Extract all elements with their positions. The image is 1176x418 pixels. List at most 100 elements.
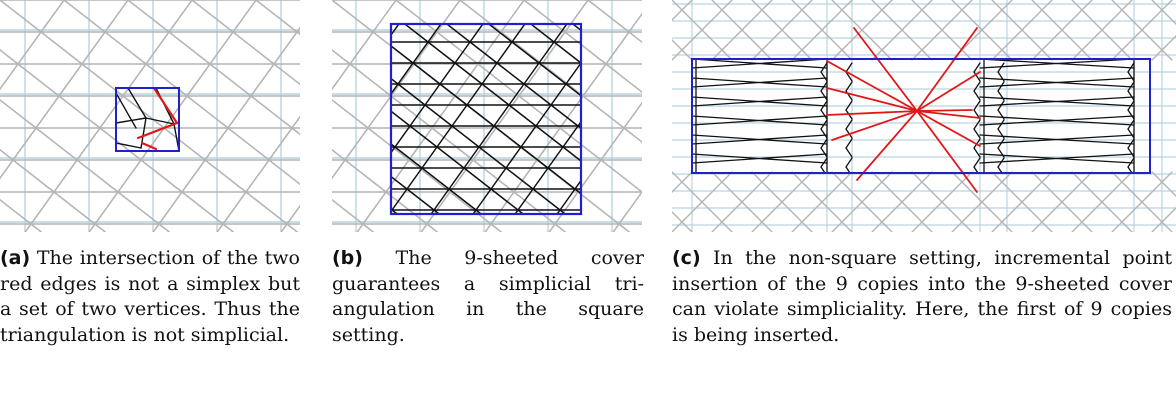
mesh-edge [535,104,552,127]
mesh-edge [122,63,147,97]
mesh-edge [692,134,828,145]
mesh-edge [367,127,410,161]
mesh-edge [503,231,530,232]
mesh-edge [459,0,502,33]
red-star-edge [856,110,918,181]
mesh-edge [391,77,399,85]
mesh-edge [436,31,479,65]
mesh-edge [413,31,438,65]
mesh-edge [564,0,589,33]
mesh-edge [1127,147,1135,158]
mesh-edge [186,95,229,129]
mesh-edge [436,0,461,33]
mesh-edge [350,210,377,231]
mesh-edge [104,31,147,65]
mesh-edge [550,104,579,127]
mesh-edge [997,90,1005,101]
mesh-edge [1151,171,1176,197]
mesh-edge [845,166,851,173]
mesh-edge [1127,81,1135,92]
mesh-edge [550,83,567,106]
mesh-edge [496,62,525,85]
red-edge-1 [152,86,179,125]
mesh-edge [593,105,620,126]
mesh-edge [505,146,522,169]
caption-c: (c) In the non-square setting, increment… [672,246,1172,348]
mesh-edge [424,83,441,106]
mesh-edge [0,159,14,180]
caption-a-text: The intersection of the two red edges is… [0,247,300,346]
mesh-edge [638,42,642,63]
mesh-edge [997,100,1005,111]
mesh-edge [104,0,129,33]
mesh-edge [496,41,513,64]
mesh-edge [472,127,497,161]
mesh-edge [608,63,623,84]
mesh-edge [332,148,346,161]
mesh-edge [477,31,502,65]
mesh-edge [181,159,206,193]
mesh-edge [1127,119,1135,130]
mesh-edge [427,41,456,64]
mesh-edge [820,62,828,73]
mesh-edge [820,128,828,139]
mesh-edge [541,63,584,97]
panel-b-figure [332,0,642,232]
mesh-edge [227,127,270,161]
red-star-edge [916,110,981,119]
mesh-edge [35,95,60,129]
mesh-edge [0,224,8,232]
mesh-edge [692,77,828,88]
mesh-edge [477,63,520,97]
mesh-edge [587,0,630,33]
mesh-edge [845,100,853,111]
mesh-edge [997,128,1005,139]
mesh-edge [472,159,515,193]
mesh-edge [163,127,206,161]
mesh-edge [0,98,37,129]
mesh-edge [356,63,371,84]
mesh-edge [973,128,981,139]
mesh-edge [1151,207,1176,232]
mesh-edge [973,81,981,92]
mesh-edge [436,125,453,148]
mesh-edge [623,101,642,129]
mesh-edge [466,104,495,127]
mesh-edge [538,41,555,64]
mesh-edge [820,71,828,82]
mesh-edge [565,62,581,85]
red-star-edge [826,87,918,112]
mesh-edge [490,167,507,190]
mesh-edge [548,223,556,232]
mesh-edge [672,0,693,21]
mesh-edge [979,153,1135,164]
mesh-edge [76,127,101,161]
mesh-edge [395,0,438,33]
mesh-edge [973,90,981,101]
mesh-edge [628,12,642,33]
mesh-edge [463,167,492,190]
mesh-edge [431,127,474,161]
mesh-edge [820,166,826,173]
mesh-edge [1127,90,1135,101]
mesh-edge [181,191,224,225]
mesh-edge [99,95,124,129]
mesh-edge [605,63,642,94]
mesh-edge [286,223,299,232]
mesh-edge [356,223,364,232]
mesh-edge [612,223,620,232]
mesh-edge [406,188,435,211]
mesh-edge [372,0,397,33]
red-star-edge [831,110,918,141]
mesh-edge [250,63,275,97]
mesh-edge [505,167,534,190]
mesh-edge [362,231,377,232]
mesh-edge [332,159,346,180]
mesh-edge [332,126,353,147]
mesh-edge [0,148,14,161]
mesh-edge [547,146,564,169]
mesh-edge [332,0,374,33]
mesh-edge [232,0,257,33]
mesh-edge [408,127,433,161]
caption-b-tag: (b) [332,247,363,269]
